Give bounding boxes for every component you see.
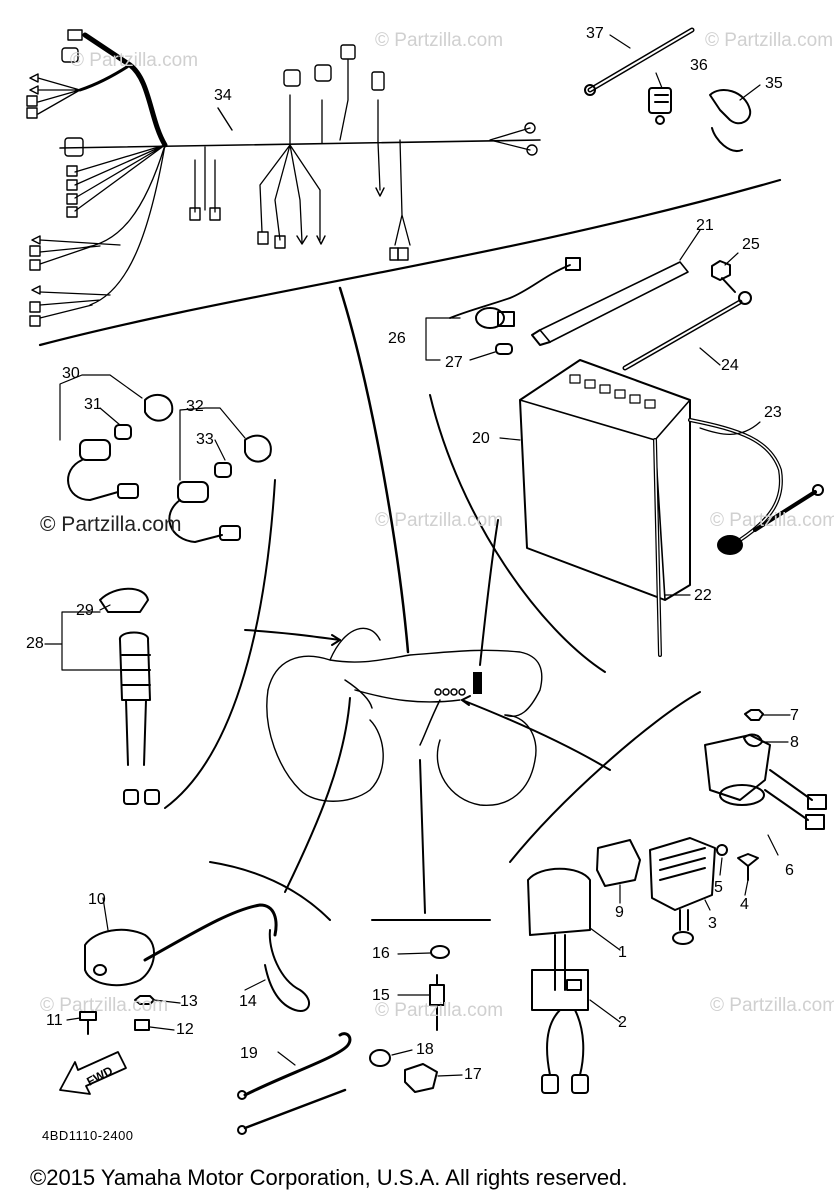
diagram-code: 4BD1110-2400 [42,1128,134,1143]
watermark: © Partzilla.com [375,1000,504,1021]
callout-28: 28 [26,635,44,652]
callout-7: 7 [790,707,799,724]
watermark: © Partzilla.com [705,30,834,51]
leader-battery [479,519,499,666]
watermark: © Partzilla.com [70,50,199,71]
leader-cdi [461,699,611,771]
callout-15: 15 [372,987,390,1004]
terminal-bolt [711,260,736,293]
spark-plug-cap [99,587,160,805]
callout-33: 33 [196,431,214,448]
wire-lead-30 [67,393,174,501]
ignition-coil [84,903,310,1012]
callout-14: 14 [239,993,257,1010]
copyright-text: ©2015 Yamaha Motor Corporation, U.S.A. A… [30,1165,628,1190]
callout-25: 25 [742,236,760,253]
bolt-12 [134,1019,150,1031]
cable-tie [584,27,695,96]
callout-35: 35 [765,75,783,92]
battery-cable-positive [688,418,824,555]
battery-cable-negative [622,291,752,371]
callout-13: 13 [180,993,198,1010]
battery-section-divider [429,394,606,673]
callout-23: 23 [764,404,782,421]
watermark: © Partzilla.com [375,30,504,51]
callout-21: 21 [696,217,714,234]
leader-harness [338,286,410,654]
callout-8: 8 [790,734,799,751]
flasher-relay [596,839,641,887]
callout-12: 12 [176,1021,194,1038]
fwd-arrow [59,1051,127,1095]
sparkplug-section-divider [164,479,276,809]
washer-16 [430,945,450,959]
callout-1: 1 [618,944,627,961]
battery-band [709,89,752,152]
callout-22: 22 [694,587,712,604]
callout-9: 9 [615,904,624,921]
washer-18 [369,1049,391,1067]
callout-16: 16 [372,945,390,962]
callout-4: 4 [740,896,749,913]
callout-31: 31 [84,396,102,413]
igniter-unit [527,867,591,1094]
callout-6: 6 [785,862,794,879]
battery [519,359,691,657]
callout-19: 19 [240,1045,258,1062]
callout-36: 36 [690,57,708,74]
switch-17 [404,1063,438,1093]
callout-27: 27 [445,354,463,371]
battery-strap [531,261,689,346]
callout-18: 18 [416,1041,434,1058]
callout-5: 5 [714,879,723,896]
callout-29: 29 [76,602,94,619]
callout-2: 2 [618,1014,627,1031]
watermark: © Partzilla.com [375,510,504,531]
spark-plug-sensor [429,974,445,1031]
bolt-11 [79,1011,97,1035]
callout-24: 24 [721,357,739,374]
watermark: © Partzilla.com [710,995,834,1016]
harness-section-divider [38,178,782,347]
callout-26: 26 [388,330,406,347]
starter-relay [449,257,581,355]
callout-32: 32 [186,398,204,415]
regulator [649,837,716,945]
callout-34: 34 [214,87,232,104]
ignition-section-divider [209,861,331,921]
callout-30: 30 [62,365,80,382]
leader-bolt [419,759,426,914]
wire-harness [26,29,541,327]
cdi-section-divider [509,691,701,863]
callout-11: 11 [46,1012,63,1029]
leader-coil [284,697,351,893]
washer-5 [716,844,728,856]
clamp [648,87,672,125]
ground-cable [237,1032,352,1135]
wire-lead-32 [168,434,272,543]
callout-37: 37 [586,25,604,42]
callout-10: 10 [88,891,106,908]
callout-3: 3 [708,915,717,932]
callout-20: 20 [472,430,490,447]
nut-7 [744,709,764,721]
leader-sparkplug [244,629,341,641]
motorcycle-outline [266,627,543,806]
cdi-unit [704,734,827,830]
watermark: © Partzilla.com [710,510,834,531]
watermark: © Partzilla.com [40,995,169,1016]
callout-17: 17 [464,1066,482,1083]
watermark-main: © Partzilla.com [40,513,182,536]
bolt-4 [737,853,759,881]
